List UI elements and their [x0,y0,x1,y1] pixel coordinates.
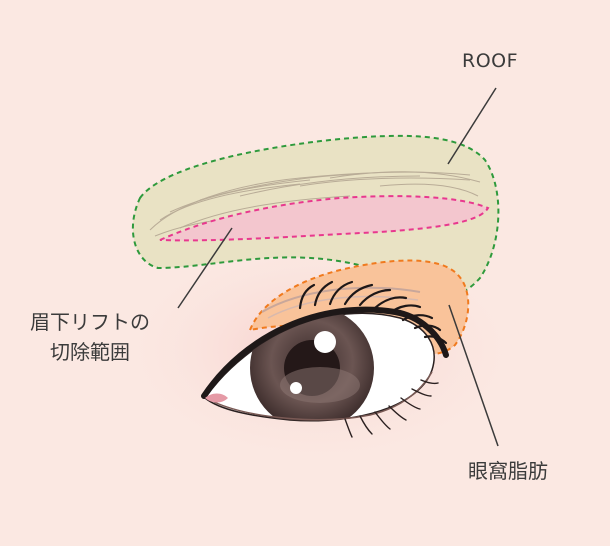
upper-eyelid-line [201,306,449,399]
orbital-fat-label: 眼窩脂肪 [468,459,548,483]
excision-label-line1: 眉下リフトの [30,310,150,334]
excision-label: 眉下リフトの 切除範囲 [30,307,150,367]
iris-group [250,313,374,421]
leader-line-fat [448,304,499,447]
highlight-small [290,382,302,394]
excision-region [159,195,490,242]
upper-eyelashes [298,280,448,345]
lower-eyelashes [344,379,439,438]
eyelid-crease [261,286,421,313]
leader-line-excision [177,227,233,309]
inner-corner [205,393,228,403]
lower-eyelid-line [213,371,433,421]
leader-line-roof [447,87,497,165]
excision-label-line2: 切除範囲 [50,340,130,364]
roof-label: ROOF [462,50,519,72]
highlight-large [314,331,336,353]
iris-reflection [280,367,360,403]
